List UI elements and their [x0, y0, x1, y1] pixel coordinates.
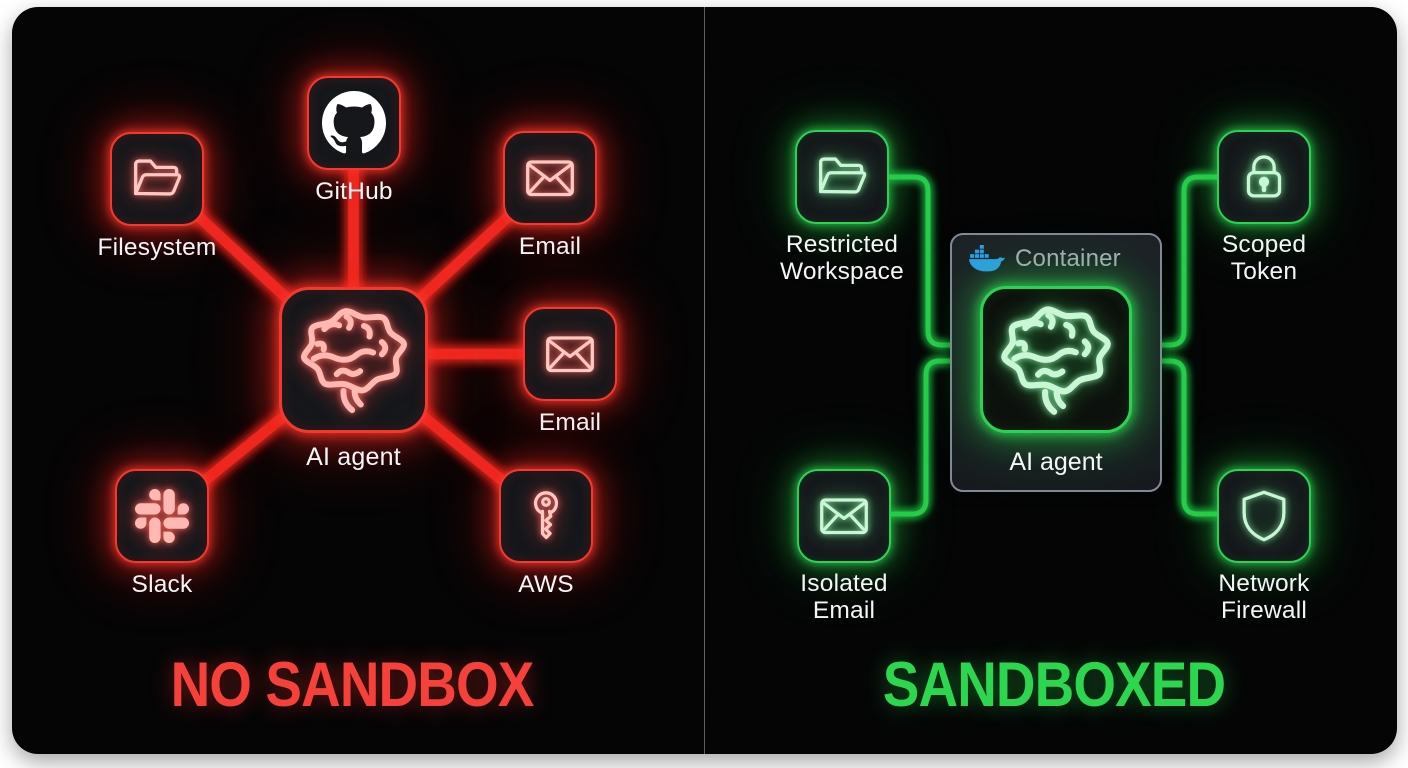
node-email-top-label: Email	[518, 233, 582, 260]
node-network-firewall-box	[1217, 469, 1311, 563]
node-email-right-label: Email	[538, 409, 602, 436]
node-github-label: GitHub	[315, 178, 393, 205]
node-network-firewall: Network Firewall	[1217, 469, 1311, 624]
node-email-top-box	[503, 131, 597, 225]
node-restricted-workspace: Restricted Workspace	[780, 130, 904, 285]
node-github: GitHub	[307, 76, 401, 205]
node-slack: Slack	[115, 469, 209, 598]
panel-divider	[703, 7, 706, 754]
node-ai-agent-left-label: AI agent	[306, 443, 401, 471]
node-isolated-email-label: Isolated Email	[800, 570, 888, 624]
node-aws: AWS	[499, 469, 593, 598]
docker-whale-icon	[969, 245, 1005, 272]
container-header: Container	[968, 244, 1121, 273]
node-filesystem-label: Filesystem	[97, 234, 217, 261]
envelope-icon	[820, 498, 868, 535]
node-ai-agent-right	[980, 286, 1132, 433]
node-scoped-token-box	[1217, 130, 1311, 224]
lock-icon	[1233, 146, 1295, 208]
node-filesystem-box	[110, 132, 204, 226]
node-slack-label: Slack	[131, 571, 193, 598]
node-isolated-email-box	[797, 469, 891, 563]
node-ai-agent-right-label: AI agent	[1009, 448, 1103, 476]
node-github-box	[307, 76, 401, 170]
green-links-group	[889, 174, 1217, 517]
node-aws-box	[499, 469, 593, 563]
container-box: Container AI agent	[950, 233, 1162, 492]
node-scoped-token: Scoped Token	[1217, 130, 1311, 285]
node-isolated-email: Isolated Email	[797, 469, 891, 624]
node-filesystem: Filesystem	[97, 132, 216, 261]
github-icon	[322, 91, 386, 154]
shield-icon	[1242, 490, 1286, 542]
node-network-firewall-label: Network Firewall	[1218, 570, 1310, 624]
left-panel-title: NO SANDBOX	[170, 650, 535, 720]
node-email-top: Email	[503, 131, 597, 260]
node-restricted-workspace-label: Restricted Workspace	[780, 231, 904, 285]
node-scoped-token-label: Scoped Token	[1221, 231, 1307, 285]
node-restricted-workspace-box	[795, 130, 889, 224]
node-email-right-box	[523, 307, 617, 401]
node-slack-box	[115, 469, 209, 563]
folder-icon	[819, 157, 867, 194]
container-title: Container	[1015, 244, 1121, 272]
node-ai-agent-left	[279, 287, 428, 433]
brain-icon	[992, 298, 1120, 422]
node-email-right: Email	[523, 307, 617, 436]
right-panel-title: SANDBOXED	[882, 650, 1226, 720]
node-aws-label: AWS	[518, 571, 574, 598]
